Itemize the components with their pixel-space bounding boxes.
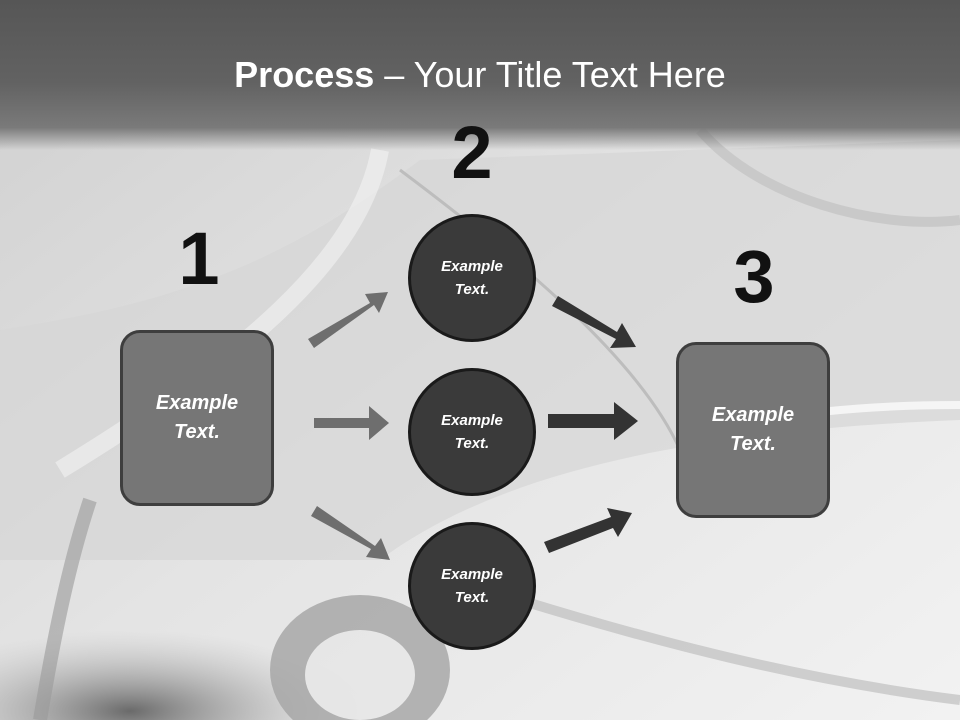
arrow-left-to-top-icon bbox=[308, 292, 388, 348]
left-process-box[interactable]: Example Text. bbox=[120, 330, 274, 506]
step-number-3: 3 bbox=[733, 235, 775, 318]
arrow-top-to-right-icon bbox=[552, 296, 636, 348]
arrow-left-to-bottom-icon bbox=[311, 506, 390, 560]
circle-top-label: Example Text. bbox=[441, 258, 503, 298]
circle-bottom-label: Example Text. bbox=[441, 566, 503, 606]
process-circle-middle[interactable]: Example Text. bbox=[408, 368, 536, 496]
step-number-2: 2 bbox=[451, 111, 493, 194]
left-box-label: Example Text. bbox=[155, 392, 239, 443]
slide-title: Process – Your Title Text Here bbox=[0, 52, 960, 98]
title-rest-part: – Your Title Text Here bbox=[374, 54, 726, 95]
arrow-bottom-to-right-icon bbox=[544, 508, 632, 553]
title-band bbox=[0, 0, 960, 150]
arrow-left-to-middle-icon bbox=[314, 406, 389, 440]
right-process-box[interactable]: Example Text. bbox=[676, 342, 830, 518]
process-circle-top[interactable]: Example Text. bbox=[408, 214, 536, 342]
right-box-label: Example Text. bbox=[711, 404, 795, 455]
circle-middle-label: Example Text. bbox=[441, 412, 503, 452]
arrow-middle-to-right-icon bbox=[548, 402, 638, 440]
process-circle-bottom[interactable]: Example Text. bbox=[408, 522, 536, 650]
step-number-1: 1 bbox=[178, 217, 220, 300]
title-bold-part: Process bbox=[234, 54, 375, 95]
